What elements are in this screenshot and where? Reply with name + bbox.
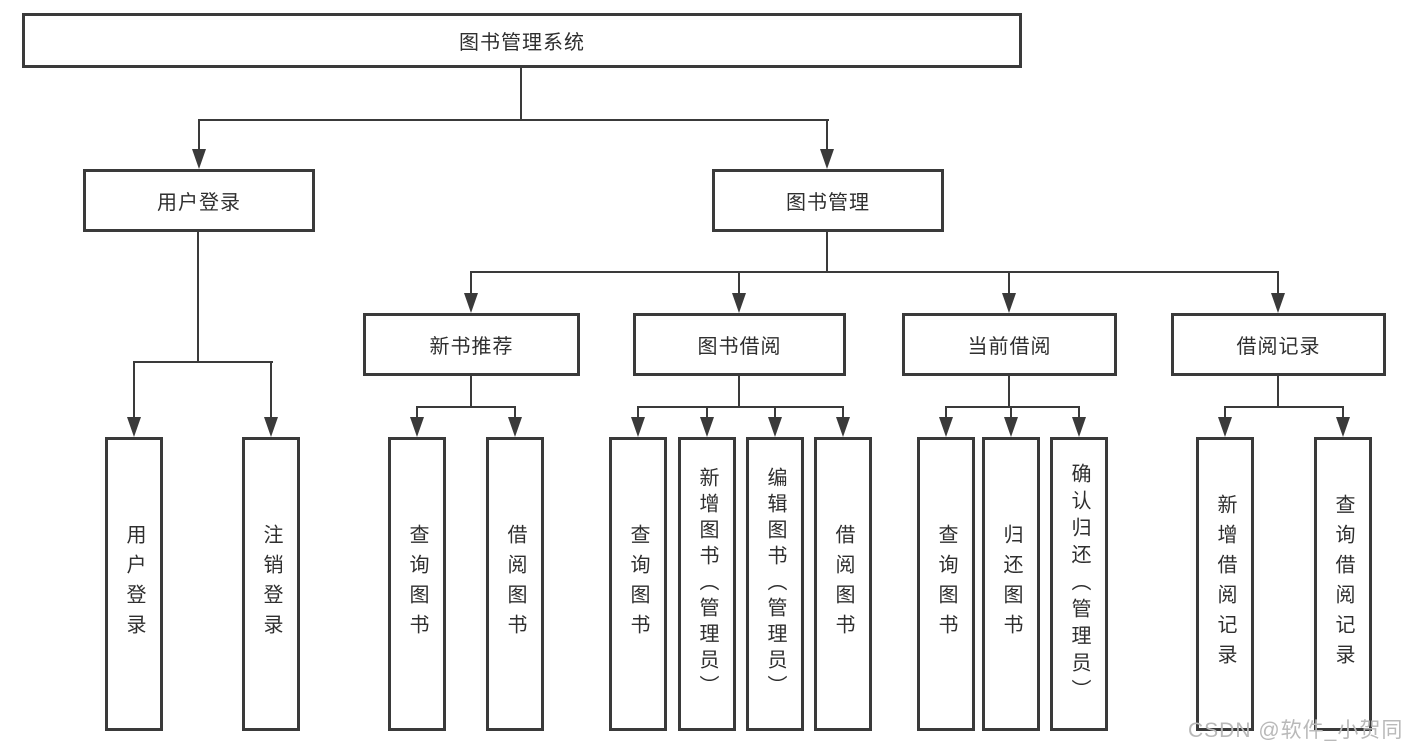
edge-current-borrowing-stem xyxy=(1008,376,1010,408)
arrowhead-current-borrowing xyxy=(1002,293,1016,313)
node-book-management-label: 图书管理 xyxy=(786,192,870,214)
node-leaf-br-add-record-label: 新增借阅记录 xyxy=(1214,494,1236,674)
node-leaf-br-query-record-label: 查询借阅记录 xyxy=(1332,494,1354,674)
edge-drop-br-query xyxy=(1342,406,1344,420)
arrowhead-bb-borrow xyxy=(836,417,850,437)
node-new-book-recommend-label: 新书推荐 xyxy=(429,336,514,358)
arrowhead-user-login xyxy=(192,149,206,169)
edge-drop-book-management xyxy=(826,119,828,152)
edge-drop-bb-borrow xyxy=(842,406,844,420)
node-leaf-nb-query-books: 查询图书 xyxy=(388,437,446,731)
node-leaf-user-login: 用户登录 xyxy=(105,437,163,731)
edge-book-borrowing-rail xyxy=(638,406,843,408)
edge-drop-cb-confirm xyxy=(1078,406,1080,420)
arrowhead-logout xyxy=(264,417,278,437)
arrowhead-cb-confirm xyxy=(1072,417,1086,437)
node-leaf-logout: 注销登录 xyxy=(242,437,300,731)
edge-drop-current-borrowing xyxy=(1008,271,1010,296)
node-new-book-recommend: 新书推荐 xyxy=(363,313,580,376)
arrowhead-book-management xyxy=(820,149,834,169)
node-leaf-nb-borrow-books: 借阅图书 xyxy=(486,437,544,731)
edge-current-borrowing-rail xyxy=(946,406,1079,408)
edge-book-management-stem xyxy=(826,232,828,273)
node-leaf-cb-confirm-return-admin-label: 确认归还（管理员） xyxy=(1068,462,1090,706)
edge-new-book-stem xyxy=(470,376,472,408)
node-leaf-bb-borrow-books-label: 借阅图书 xyxy=(832,524,854,644)
arrowhead-new-book xyxy=(464,293,478,313)
edge-drop-cb-query xyxy=(945,406,947,420)
edge-user-login-rail xyxy=(134,361,273,363)
arrowhead-br-add xyxy=(1218,417,1232,437)
edge-drop-user-login-leaf xyxy=(133,361,135,420)
arrowhead-borrowing-records xyxy=(1271,293,1285,313)
arrowhead-bb-edit xyxy=(768,417,782,437)
node-leaf-logout-label: 注销登录 xyxy=(260,524,282,644)
node-book-management: 图书管理 xyxy=(712,169,944,232)
node-leaf-br-query-record: 查询借阅记录 xyxy=(1314,437,1372,731)
node-user-login-label: 用户登录 xyxy=(157,192,241,214)
node-user-login: 用户登录 xyxy=(83,169,315,232)
node-leaf-nb-query-books-label: 查询图书 xyxy=(406,524,428,644)
edge-drop-bb-edit xyxy=(774,406,776,420)
node-leaf-bb-query-books: 查询图书 xyxy=(609,437,667,731)
node-leaf-br-add-record: 新增借阅记录 xyxy=(1196,437,1254,731)
node-leaf-cb-confirm-return-admin: 确认归还（管理员） xyxy=(1050,437,1108,731)
edge-drop-book-borrowing xyxy=(738,271,740,296)
edge-drop-borrowing-records xyxy=(1277,271,1279,296)
edge-drop-br-add xyxy=(1224,406,1226,420)
node-library-system: 图书管理系统 xyxy=(22,13,1022,68)
arrowhead-br-query xyxy=(1336,417,1350,437)
edge-new-book-rail xyxy=(417,406,516,408)
edge-drop-cb-return xyxy=(1010,406,1012,420)
edge-borrowing-records-rail xyxy=(1225,406,1343,408)
node-leaf-nb-borrow-books-label: 借阅图书 xyxy=(504,524,526,644)
edge-drop-nb-borrow xyxy=(514,406,516,420)
node-leaf-bb-add-books-admin: 新增图书（管理员） xyxy=(678,437,736,731)
edge-drop-logout xyxy=(270,361,272,420)
arrowhead-book-borrowing xyxy=(732,293,746,313)
edge-book-management-rail xyxy=(471,271,1279,273)
edge-root-stem xyxy=(520,68,522,121)
node-borrowing-records: 借阅记录 xyxy=(1171,313,1386,376)
node-leaf-bb-query-books-label: 查询图书 xyxy=(627,524,649,644)
node-current-borrowing: 当前借阅 xyxy=(902,313,1117,376)
node-leaf-bb-edit-books-admin-label: 编辑图书（管理员） xyxy=(764,467,786,701)
arrowhead-nb-query xyxy=(410,417,424,437)
csdn-watermark: CSDN @软件_小贺同学 xyxy=(1188,719,1404,742)
edge-drop-user-login xyxy=(198,119,200,152)
node-leaf-bb-edit-books-admin: 编辑图书（管理员） xyxy=(746,437,804,731)
edge-user-login-stem xyxy=(197,232,199,363)
node-leaf-user-login-label: 用户登录 xyxy=(123,524,145,644)
edge-drop-new-book xyxy=(470,271,472,296)
node-library-system-label: 图书管理系统 xyxy=(459,32,585,54)
node-leaf-bb-add-books-admin-label: 新增图书（管理员） xyxy=(696,467,718,701)
node-leaf-cb-query-books: 查询图书 xyxy=(917,437,975,731)
arrowhead-nb-borrow xyxy=(508,417,522,437)
arrowhead-cb-query xyxy=(939,417,953,437)
edge-drop-bb-query xyxy=(637,406,639,420)
edge-drop-bb-add xyxy=(706,406,708,420)
edge-borrowing-records-stem xyxy=(1277,376,1279,408)
arrowhead-bb-query xyxy=(631,417,645,437)
node-leaf-cb-return-books: 归还图书 xyxy=(982,437,1040,731)
arrowhead-user-login-leaf xyxy=(127,417,141,437)
node-leaf-bb-borrow-books: 借阅图书 xyxy=(814,437,872,731)
node-borrowing-records-label: 借阅记录 xyxy=(1236,336,1321,358)
edge-root-rail xyxy=(198,119,829,121)
edge-drop-nb-query xyxy=(416,406,418,420)
arrowhead-cb-return xyxy=(1004,417,1018,437)
node-current-borrowing-label: 当前借阅 xyxy=(967,336,1052,358)
node-book-borrowing-label: 图书借阅 xyxy=(697,336,782,358)
node-leaf-cb-return-books-label: 归还图书 xyxy=(1000,524,1022,644)
node-book-borrowing: 图书借阅 xyxy=(633,313,846,376)
edge-book-borrowing-stem xyxy=(738,376,740,408)
arrowhead-bb-add xyxy=(700,417,714,437)
node-leaf-cb-query-books-label: 查询图书 xyxy=(935,524,957,644)
